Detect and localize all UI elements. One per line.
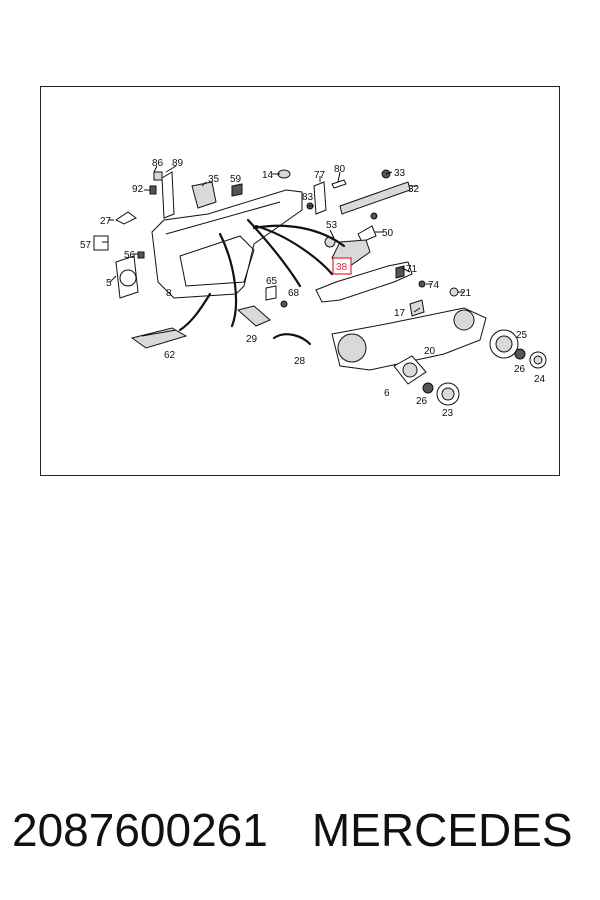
callout: 33: [394, 168, 406, 179]
callout: 53: [326, 220, 338, 231]
highlighted-callout-38: 38: [332, 257, 352, 275]
callout: 65: [266, 276, 278, 287]
part-89: [161, 171, 175, 219]
part-28: [272, 333, 312, 346]
callout: 77: [314, 170, 326, 181]
exploded-parts-diagram: 86 89 92 35 59 14 77 80 33 27 83 32 53 5…: [80, 158, 547, 419]
part-17: [409, 299, 425, 317]
part-27: [115, 211, 137, 225]
part-35: [191, 181, 217, 209]
part-77: [313, 181, 327, 215]
callout: 59: [230, 174, 242, 185]
callout: 86: [152, 158, 164, 169]
callout: 68: [288, 288, 300, 299]
part-57: [93, 235, 109, 251]
callout: 92: [132, 184, 144, 195]
part-68: [280, 300, 288, 308]
callout: 29: [246, 334, 258, 345]
part-21: [449, 287, 459, 297]
part-59: [231, 183, 243, 197]
callout: 21: [460, 288, 472, 299]
part-65: [265, 285, 277, 301]
callout: 26: [416, 396, 428, 407]
part-number: 2087600261: [12, 804, 268, 856]
part-62: [130, 327, 188, 349]
part-26-lower: [422, 382, 434, 394]
callout: 71: [406, 264, 418, 275]
callout: 32: [408, 184, 420, 195]
callout: 50: [382, 228, 394, 239]
callout: 74: [428, 280, 440, 291]
callout-38: 38: [336, 262, 348, 273]
part-armrest: [315, 261, 413, 303]
part-26: [514, 348, 526, 360]
part-74: [418, 280, 426, 288]
callout: 25: [516, 330, 528, 341]
part-29: [236, 305, 271, 327]
callout: 8: [166, 288, 172, 299]
part-56: [137, 251, 145, 259]
product-caption: 2087600261 MERCEDES: [12, 800, 592, 860]
callout: 28: [294, 356, 306, 367]
callout: 6: [384, 388, 390, 399]
part-80: [331, 179, 347, 189]
door-panel: [151, 189, 303, 299]
callout: 57: [80, 240, 92, 251]
callout: 26: [514, 364, 526, 375]
callout: 23: [442, 408, 454, 419]
part-50: [357, 225, 377, 243]
part-92: [149, 185, 157, 195]
callout: 27: [100, 216, 112, 227]
callout: 14: [262, 170, 274, 181]
callout: 17: [394, 308, 406, 319]
callout: 89: [172, 158, 184, 169]
part-20: [331, 307, 487, 371]
part-32: [339, 181, 411, 215]
callout: 35: [208, 174, 220, 185]
part-86: [153, 171, 163, 181]
part-71: [395, 265, 405, 279]
callout: 80: [334, 164, 346, 175]
callout: 24: [534, 374, 546, 385]
callout: 5: [106, 278, 112, 289]
callout: 62: [164, 350, 176, 361]
callout: 20: [424, 346, 436, 357]
brand-name: MERCEDES: [311, 804, 573, 856]
callout: 56: [124, 250, 136, 261]
part-5: [115, 255, 139, 299]
callout: 83: [302, 192, 314, 203]
